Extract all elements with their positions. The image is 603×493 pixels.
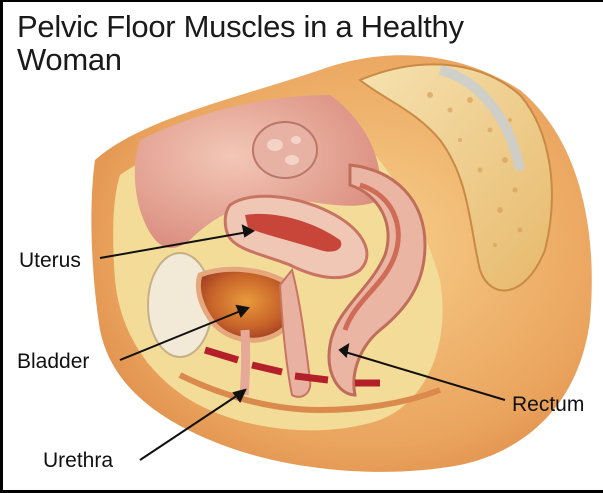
label-uterus: Uterus <box>19 249 81 273</box>
label-rectum: Rectum <box>512 393 584 417</box>
ovary <box>253 122 317 178</box>
diagram-title: Pelvic Floor Muscles in a Healthy Woman <box>17 10 537 76</box>
label-bladder: Bladder <box>17 350 89 374</box>
label-urethra: Urethra <box>43 449 113 473</box>
urethra <box>244 330 246 395</box>
